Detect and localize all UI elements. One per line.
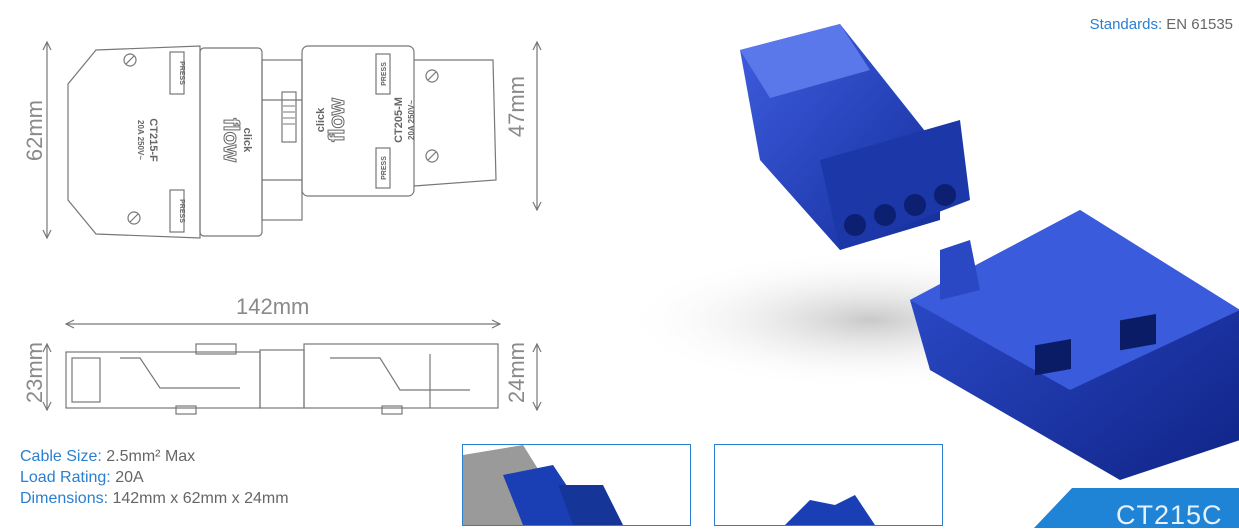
press-tab-label: PRESS [381,156,388,180]
spec-label: Dimensions: [20,490,109,507]
male-rating-label: 20A 250V~ [407,100,416,140]
side-height-right-dimension: 24mm [504,342,529,404]
spec-label: Load Rating: [20,469,111,486]
standards-line: Standards: EN 61535 [1090,16,1233,33]
top-height-right-dimension: 47mm [504,76,529,138]
side-height-left-dimension: 23mm [22,342,47,404]
press-tab-label: PRESS [381,62,388,86]
standards-label: Standards: [1089,16,1163,33]
specifications-list: Cable Size: 2.5mm² Max Load Rating: 20A … [20,446,289,509]
brand-top-female: click [241,128,253,153]
model-banner: CT215C [1034,488,1239,528]
thumbnail-right [714,444,943,526]
male-model-label: CT205-M [393,97,405,143]
spec-dimensions: Dimensions: 142mm x 62mm x 24mm [20,488,289,509]
spec-value: 2.5mm² Max [106,448,196,465]
female-model-label: CT215-F [147,118,159,162]
spec-label: Cable Size: [20,448,102,465]
spec-cable-size: Cable Size: 2.5mm² Max [20,446,289,467]
press-tab-label: PRESS [178,199,185,223]
thumbnail-left-image [463,445,623,525]
side-length-dimension: 142mm [236,294,310,319]
brand-bottom-female: flow [219,118,244,163]
product-photo [640,24,1239,480]
press-tab-label: PRESS [178,61,185,85]
spec-load-rating: Load Rating: 20A [20,467,289,488]
spec-value: 20A [115,469,144,486]
top-view-drawing: CT215-F 20A 250V~ CT205-M 20A 250V~ clic… [42,40,542,240]
thumbnail-right-image [785,495,875,525]
standards-value: EN 61535 [1166,16,1233,33]
side-view-drawing [42,319,542,415]
brand-bottom-male: flow [324,97,349,142]
thumbnail-left [462,444,691,526]
female-rating-label: 20A 250V~ [136,120,145,160]
brand-top-male: click [315,107,327,132]
spec-value: 142mm x 62mm x 24mm [112,490,289,507]
top-height-left-dimension: 62mm [22,100,47,162]
